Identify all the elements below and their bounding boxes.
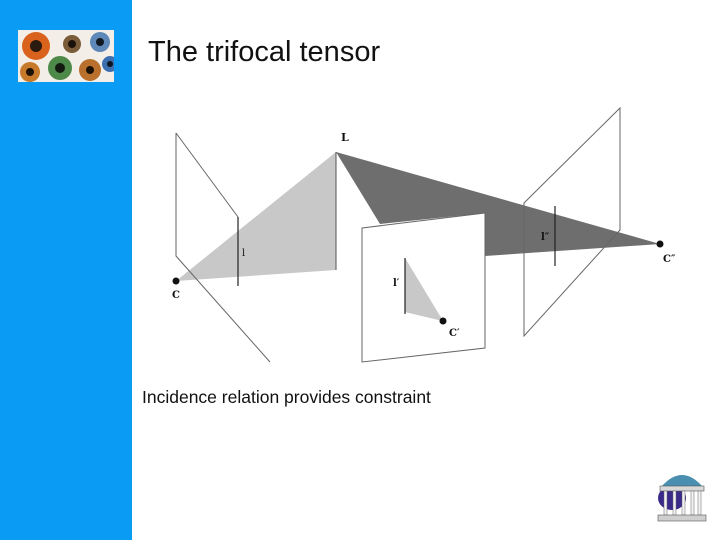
rotunda-emblem-icon bbox=[657, 475, 707, 522]
dark-backprojected-plane bbox=[336, 152, 660, 256]
label-C-prime: C′ bbox=[449, 328, 460, 339]
image-plane-2 bbox=[361, 212, 486, 363]
image-plane-1-top-edge bbox=[175, 132, 239, 218]
camera-center-C-double-prime bbox=[656, 240, 664, 248]
label-C: C bbox=[172, 290, 180, 301]
sidebar bbox=[0, 0, 132, 540]
label-L: L bbox=[341, 131, 349, 144]
light-backprojected-plane bbox=[176, 152, 336, 281]
label-l: l bbox=[242, 248, 245, 259]
slide-title: The trifocal tensor bbox=[148, 36, 381, 68]
label-C-double-prime: C″ bbox=[663, 254, 676, 265]
label-l-double-prime: l″ bbox=[541, 232, 550, 243]
label-l-prime: l′ bbox=[393, 278, 400, 289]
eyes-logo-icon bbox=[18, 30, 114, 82]
slide-caption: Incidence relation provides constraint bbox=[142, 387, 431, 407]
camera-center-C-prime bbox=[439, 317, 447, 325]
image-plane-3 bbox=[523, 106, 621, 338]
plane-2-wedge-overlay bbox=[405, 258, 443, 321]
camera-center-C bbox=[172, 277, 180, 285]
image-plane-1 bbox=[175, 133, 271, 363]
